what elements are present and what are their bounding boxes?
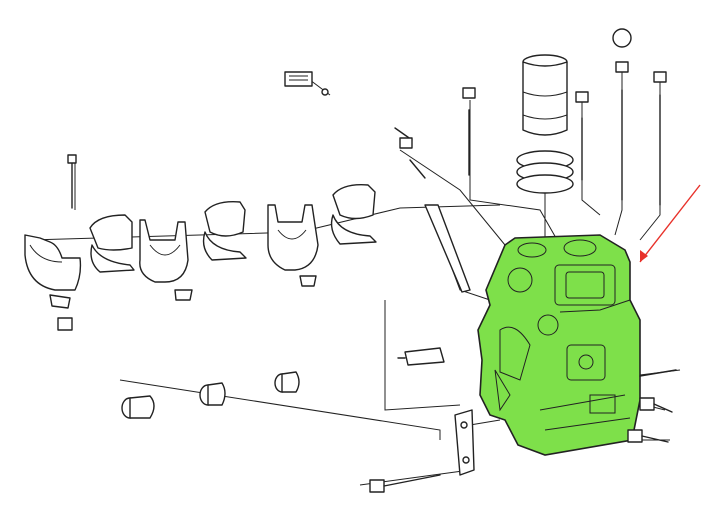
engine-block bbox=[477, 234, 641, 456]
cap-bolt-left bbox=[67, 154, 77, 209]
stud-2 bbox=[575, 91, 589, 181]
bearing-shell-1 bbox=[89, 214, 135, 273]
mounting-bracket bbox=[454, 409, 475, 476]
bearing-shell-2 bbox=[202, 201, 247, 261]
engine-block-body bbox=[477, 234, 641, 456]
dipstick bbox=[394, 127, 426, 179]
side-bolt-2 bbox=[627, 429, 669, 443]
engine-block-details bbox=[494, 239, 631, 431]
stud-1 bbox=[462, 87, 476, 176]
oil-pipe bbox=[424, 204, 471, 293]
side-bolt-1 bbox=[639, 397, 673, 413]
cylinder-liner bbox=[522, 54, 568, 136]
liner-seal-rings bbox=[516, 150, 574, 194]
bearing-shell-3 bbox=[330, 184, 377, 245]
bushing-3 bbox=[274, 371, 300, 393]
bushing-1 bbox=[121, 395, 155, 419]
bushing-2 bbox=[199, 382, 226, 406]
retainer-clip bbox=[284, 71, 329, 96]
stud-3 bbox=[653, 71, 667, 206]
main-bearing-cap-1 bbox=[24, 234, 82, 331]
side-pin bbox=[639, 369, 677, 377]
plug-fitting bbox=[397, 347, 445, 366]
main-bearing-cap-2 bbox=[139, 219, 193, 301]
pointer-arrow bbox=[639, 184, 701, 263]
main-bearing-cap-3 bbox=[267, 204, 319, 287]
lifting-eye-stud bbox=[612, 28, 632, 201]
bottom-bolt bbox=[369, 474, 441, 493]
